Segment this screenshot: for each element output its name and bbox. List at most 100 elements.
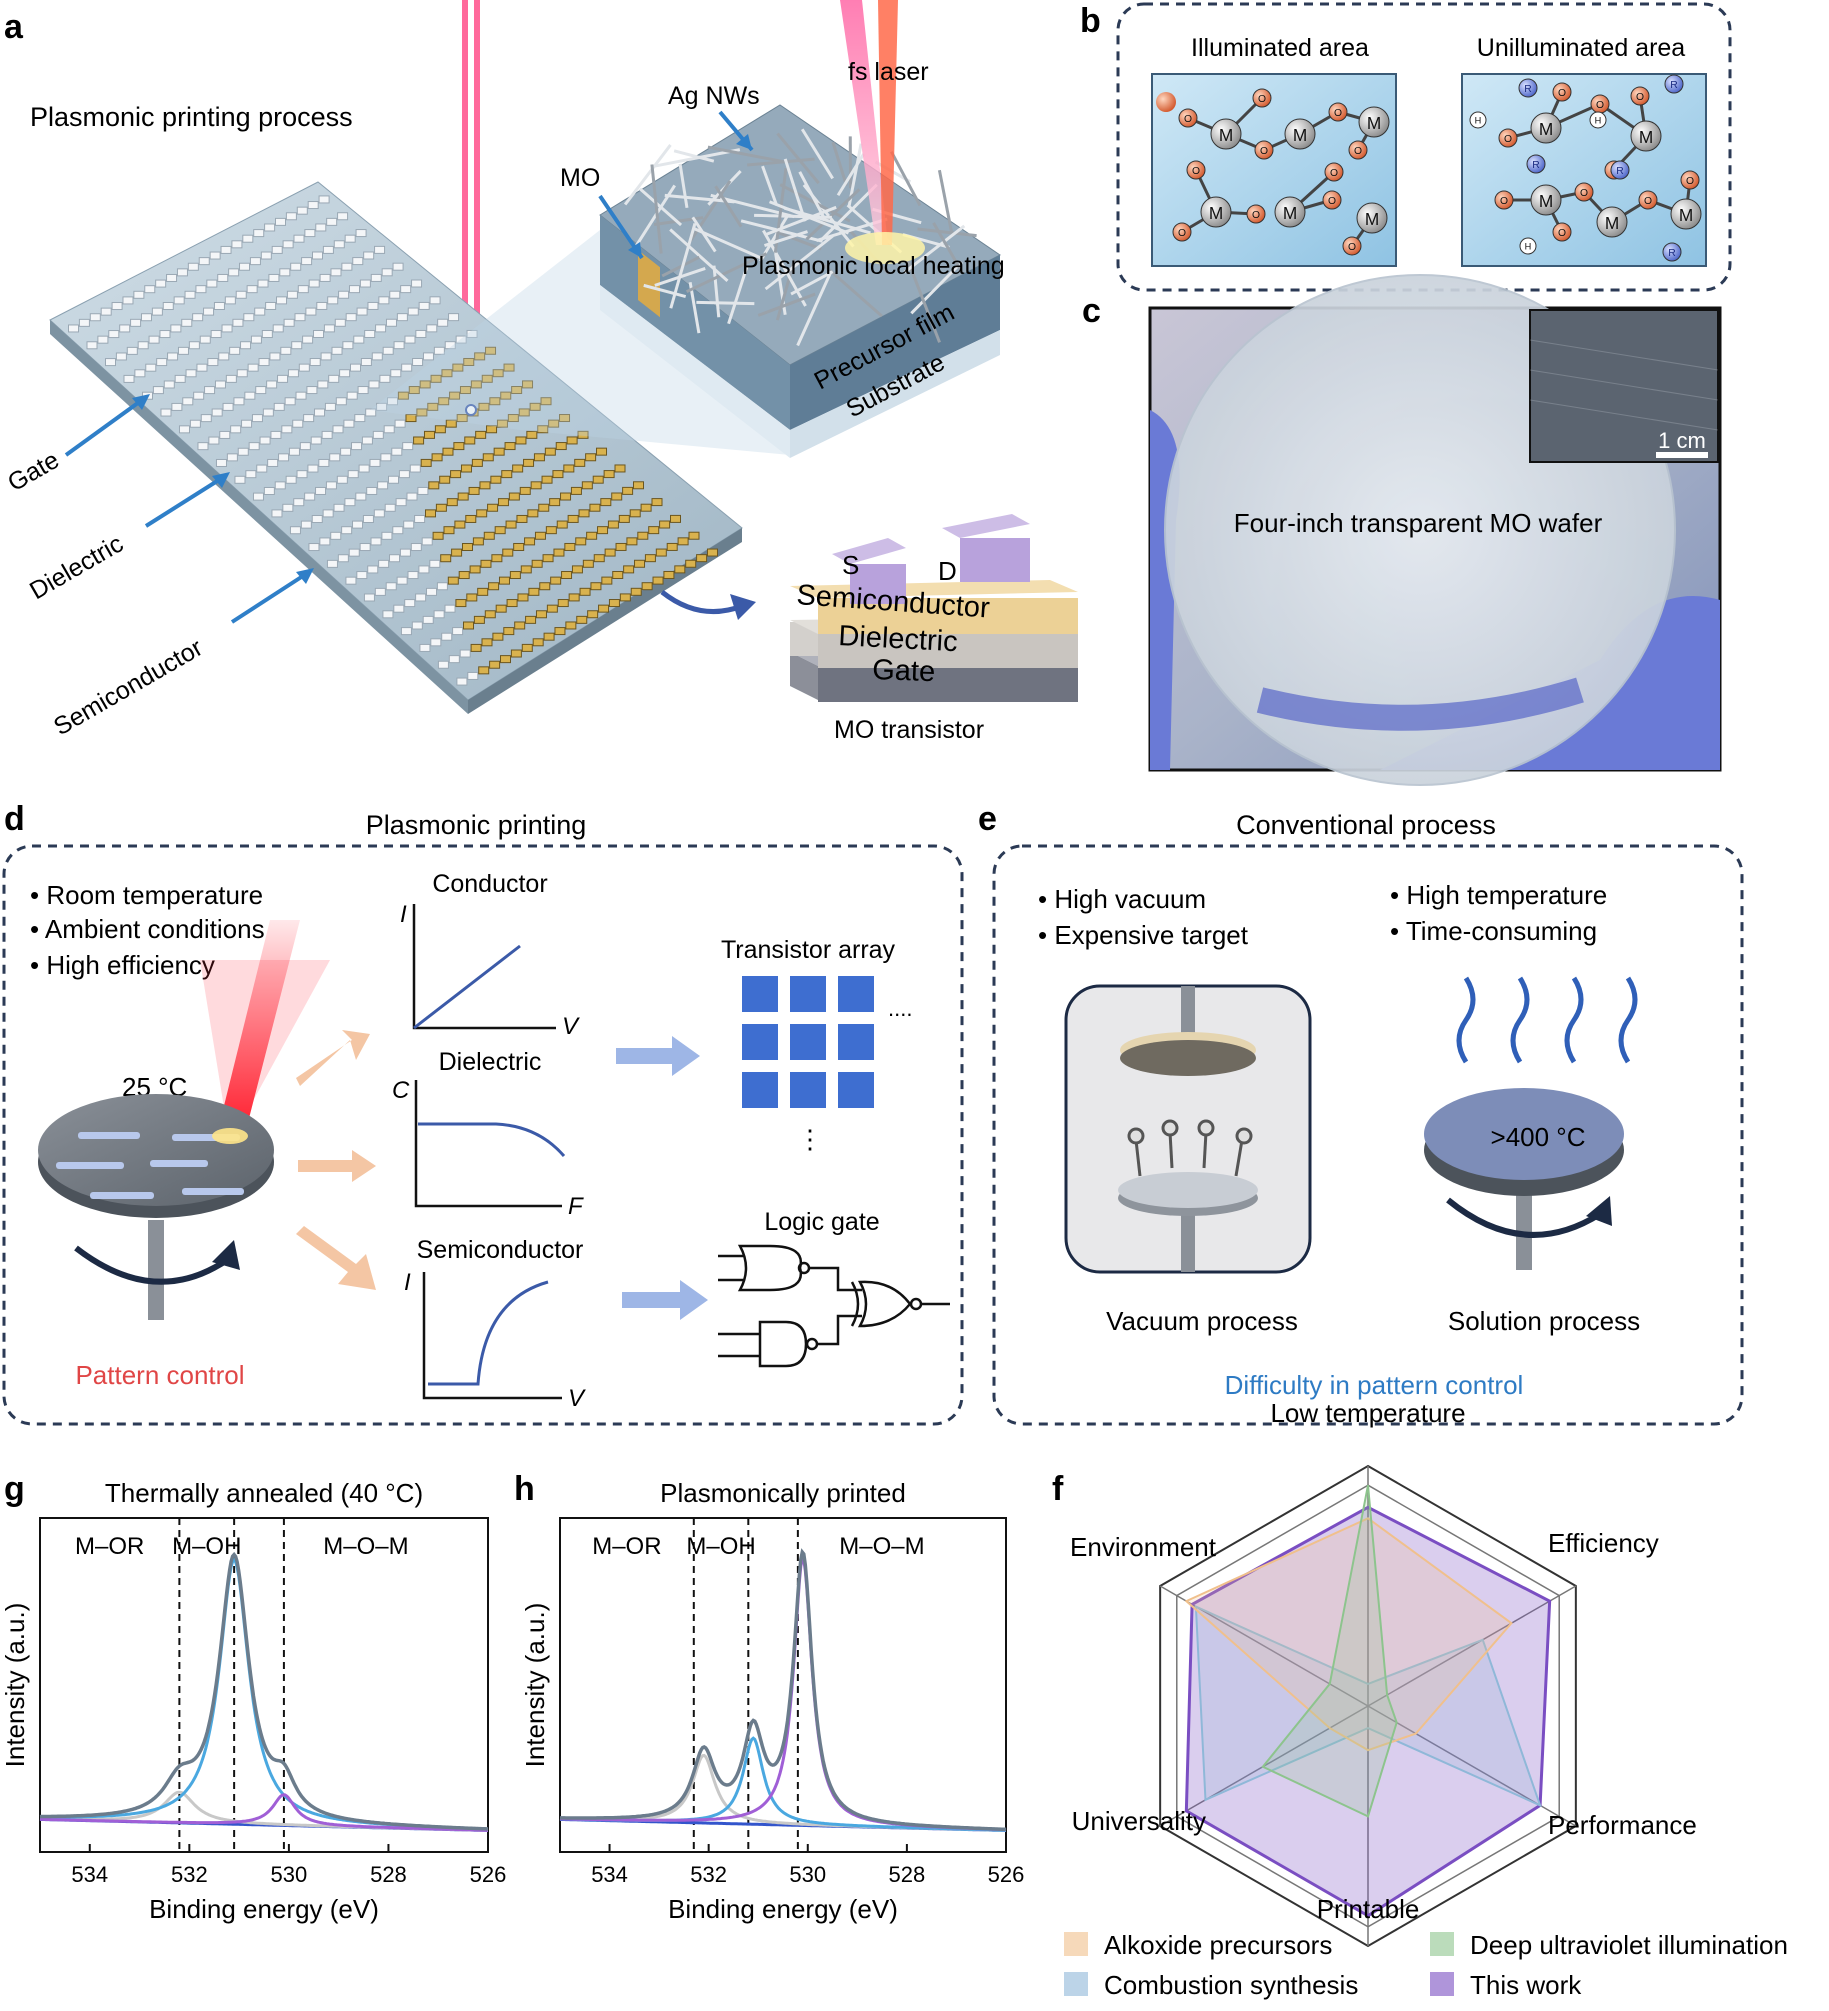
device-pad bbox=[162, 302, 174, 311]
device-pad bbox=[446, 498, 458, 507]
device-pad bbox=[86, 341, 98, 350]
device-pad bbox=[470, 380, 482, 389]
device-pad bbox=[433, 346, 445, 355]
device-pad bbox=[502, 548, 514, 557]
device-pad bbox=[422, 352, 434, 361]
axis-i: I bbox=[400, 901, 407, 928]
device-pad bbox=[630, 587, 642, 596]
device-pad bbox=[500, 391, 512, 400]
oxygen-atom bbox=[1494, 190, 1514, 210]
hydrogen-atom bbox=[1469, 111, 1487, 129]
device-pad bbox=[458, 571, 470, 580]
device-pad bbox=[552, 470, 564, 479]
panel-g: g Thermally annealed (40 °C)Binding ener… bbox=[0, 1470, 506, 1924]
device-pad bbox=[249, 257, 261, 266]
device-pad bbox=[327, 296, 339, 305]
oxygen-atom bbox=[1552, 222, 1572, 242]
device-pad bbox=[211, 408, 223, 417]
device-pad bbox=[556, 520, 568, 529]
panel-a-title: Plasmonic printing process bbox=[30, 102, 353, 132]
x-tick-label: 532 bbox=[690, 1862, 727, 1887]
device-pad bbox=[207, 358, 219, 367]
device-pad bbox=[317, 380, 329, 389]
device-pad bbox=[459, 386, 471, 395]
device-pad bbox=[659, 520, 671, 529]
device-pad bbox=[454, 520, 466, 529]
device-pad bbox=[370, 537, 382, 546]
nanowire bbox=[805, 188, 861, 241]
device-pad bbox=[261, 330, 273, 339]
device-pad bbox=[487, 503, 499, 512]
glove-finger bbox=[1256, 677, 1584, 731]
device-pad bbox=[395, 498, 407, 507]
nanowire bbox=[796, 270, 833, 347]
device-pad bbox=[337, 554, 349, 563]
radar-series bbox=[1184, 1505, 1552, 1918]
device-pad bbox=[354, 414, 366, 423]
device-pad bbox=[544, 447, 556, 456]
radar-chart: Low temperatureEfficiencyPerformancePrin… bbox=[1064, 1398, 1788, 2000]
atom-label: O bbox=[1644, 196, 1652, 207]
axis-v: V bbox=[568, 1385, 586, 1412]
device-pad bbox=[508, 492, 520, 501]
device-pad bbox=[206, 279, 218, 288]
panel-letter-e: e bbox=[978, 800, 997, 838]
device-pad bbox=[350, 363, 362, 372]
device-pad bbox=[279, 268, 291, 277]
atom-label: M bbox=[1679, 205, 1693, 225]
device-pad bbox=[347, 470, 359, 479]
device-pad bbox=[383, 425, 395, 434]
device-pad bbox=[281, 425, 293, 434]
device-pad bbox=[314, 408, 326, 417]
device-pad bbox=[423, 430, 435, 439]
device-pad bbox=[389, 554, 401, 563]
envelope-curve bbox=[560, 1548, 1006, 1832]
device-pad bbox=[353, 335, 365, 344]
atom-label: M bbox=[1293, 125, 1307, 145]
device-pad bbox=[644, 554, 656, 563]
vacuum-label: Vacuum process bbox=[1106, 1306, 1298, 1336]
device-pad bbox=[478, 666, 490, 675]
device-pad bbox=[304, 229, 316, 238]
device-pad bbox=[586, 531, 598, 540]
plot-frame bbox=[39, 1517, 489, 1853]
nanowire bbox=[638, 187, 683, 227]
device-pad bbox=[148, 335, 160, 344]
device-pad bbox=[514, 621, 526, 630]
device-pad bbox=[377, 481, 389, 490]
device-pad bbox=[253, 229, 265, 238]
device-pad bbox=[167, 352, 179, 361]
nanowire bbox=[836, 153, 865, 197]
device-pad bbox=[233, 397, 245, 406]
device-pad bbox=[415, 593, 427, 602]
hydrogen-atom bbox=[1519, 237, 1537, 255]
substrate-plate-edge bbox=[50, 320, 468, 714]
device-pad bbox=[331, 346, 343, 355]
device-pad bbox=[596, 447, 608, 456]
device-pad bbox=[640, 503, 652, 512]
logic-label: Logic gate bbox=[764, 1208, 879, 1236]
device-pad bbox=[484, 610, 496, 619]
device-pad bbox=[336, 475, 348, 484]
oxygen-atom bbox=[1680, 170, 1700, 190]
device-pad bbox=[189, 419, 201, 428]
arrow bbox=[64, 398, 144, 457]
device-pad bbox=[392, 262, 404, 271]
hot-label: >400 °C bbox=[1491, 1122, 1586, 1152]
device-pad bbox=[430, 374, 442, 383]
device-pad bbox=[184, 290, 196, 299]
unilluminated-box bbox=[1461, 73, 1707, 267]
device-pad bbox=[209, 251, 221, 260]
atom-label: R bbox=[1670, 80, 1677, 91]
device-pad bbox=[358, 464, 370, 473]
device-pad bbox=[373, 509, 385, 518]
x-tick-label: 530 bbox=[271, 1862, 308, 1887]
label-fs-laser: fs laser bbox=[848, 58, 929, 86]
device-pad bbox=[542, 554, 554, 563]
panel-letter-c: c bbox=[1082, 292, 1101, 330]
atom-label: O bbox=[1192, 166, 1200, 177]
panel-f: f Low temperatureEfficiencyPerformancePr… bbox=[1052, 1398, 1788, 2000]
region-label: M–OH bbox=[172, 1533, 241, 1560]
hydrogen-atom bbox=[1589, 111, 1607, 129]
device-pad bbox=[414, 514, 426, 523]
